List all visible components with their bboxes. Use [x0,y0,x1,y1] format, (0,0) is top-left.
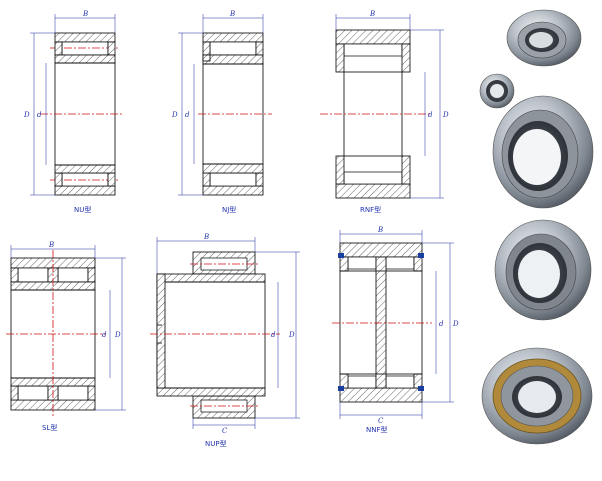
double-row-photo [492,95,594,209]
nnf-type-label: NNF型 [366,425,388,434]
sl-bearing-drawing: B D d SL型 [6,241,126,432]
nu-width-label: B [82,10,88,18]
nup-inner-dia-label: d [271,331,276,339]
nnf-width-label: B [377,226,383,234]
nnf-bearing-drawing: B C D d NNF型 [332,226,459,434]
rnf-inner-dia-label: d [428,111,433,119]
nj-outer-dia-label: D [171,111,178,119]
nnf-outer-dia-label: D [452,320,459,328]
single-row-photo [506,9,582,67]
nj-width-label: B [229,10,235,18]
nu-bearing-drawing: B D d NU型 [23,10,124,214]
sl-width-label: B [48,241,54,249]
rnf-width-label: B [369,10,375,18]
nj-bearing-drawing: B D d NJ型 [171,10,272,214]
sl-outer-dia-label: D [114,331,121,339]
nup-outer-dia-label: D [288,331,295,339]
nnf-width-c-label: C [378,417,384,425]
nup-width-label: B [203,233,209,241]
rnf-bearing-drawing: B D d RNF型 [320,10,449,214]
nu-type-label: NU型 [74,205,91,214]
nu-outer-dia-label: D [23,111,30,119]
nup-width-c-label: C [222,427,228,435]
nnf-inner-dia-label: d [439,320,444,328]
rnf-type-label: RNF型 [360,205,381,214]
sl-type-label: SL型 [42,423,57,432]
nj-inner-dia-label: d [185,111,190,119]
small-bearing-photo [479,73,515,109]
sl-inner-dia-label: d [102,331,107,339]
nj-type-label: NJ型 [222,205,236,214]
rnf-outer-dia-label: D [442,111,449,119]
nup-type-label: NUP型 [205,439,227,448]
brass-cage-photo [481,347,593,445]
full-complement-photo [494,219,592,321]
nu-inner-dia-label: d [37,111,42,119]
nup-bearing-drawing: B C D d NUP型 [150,233,300,448]
